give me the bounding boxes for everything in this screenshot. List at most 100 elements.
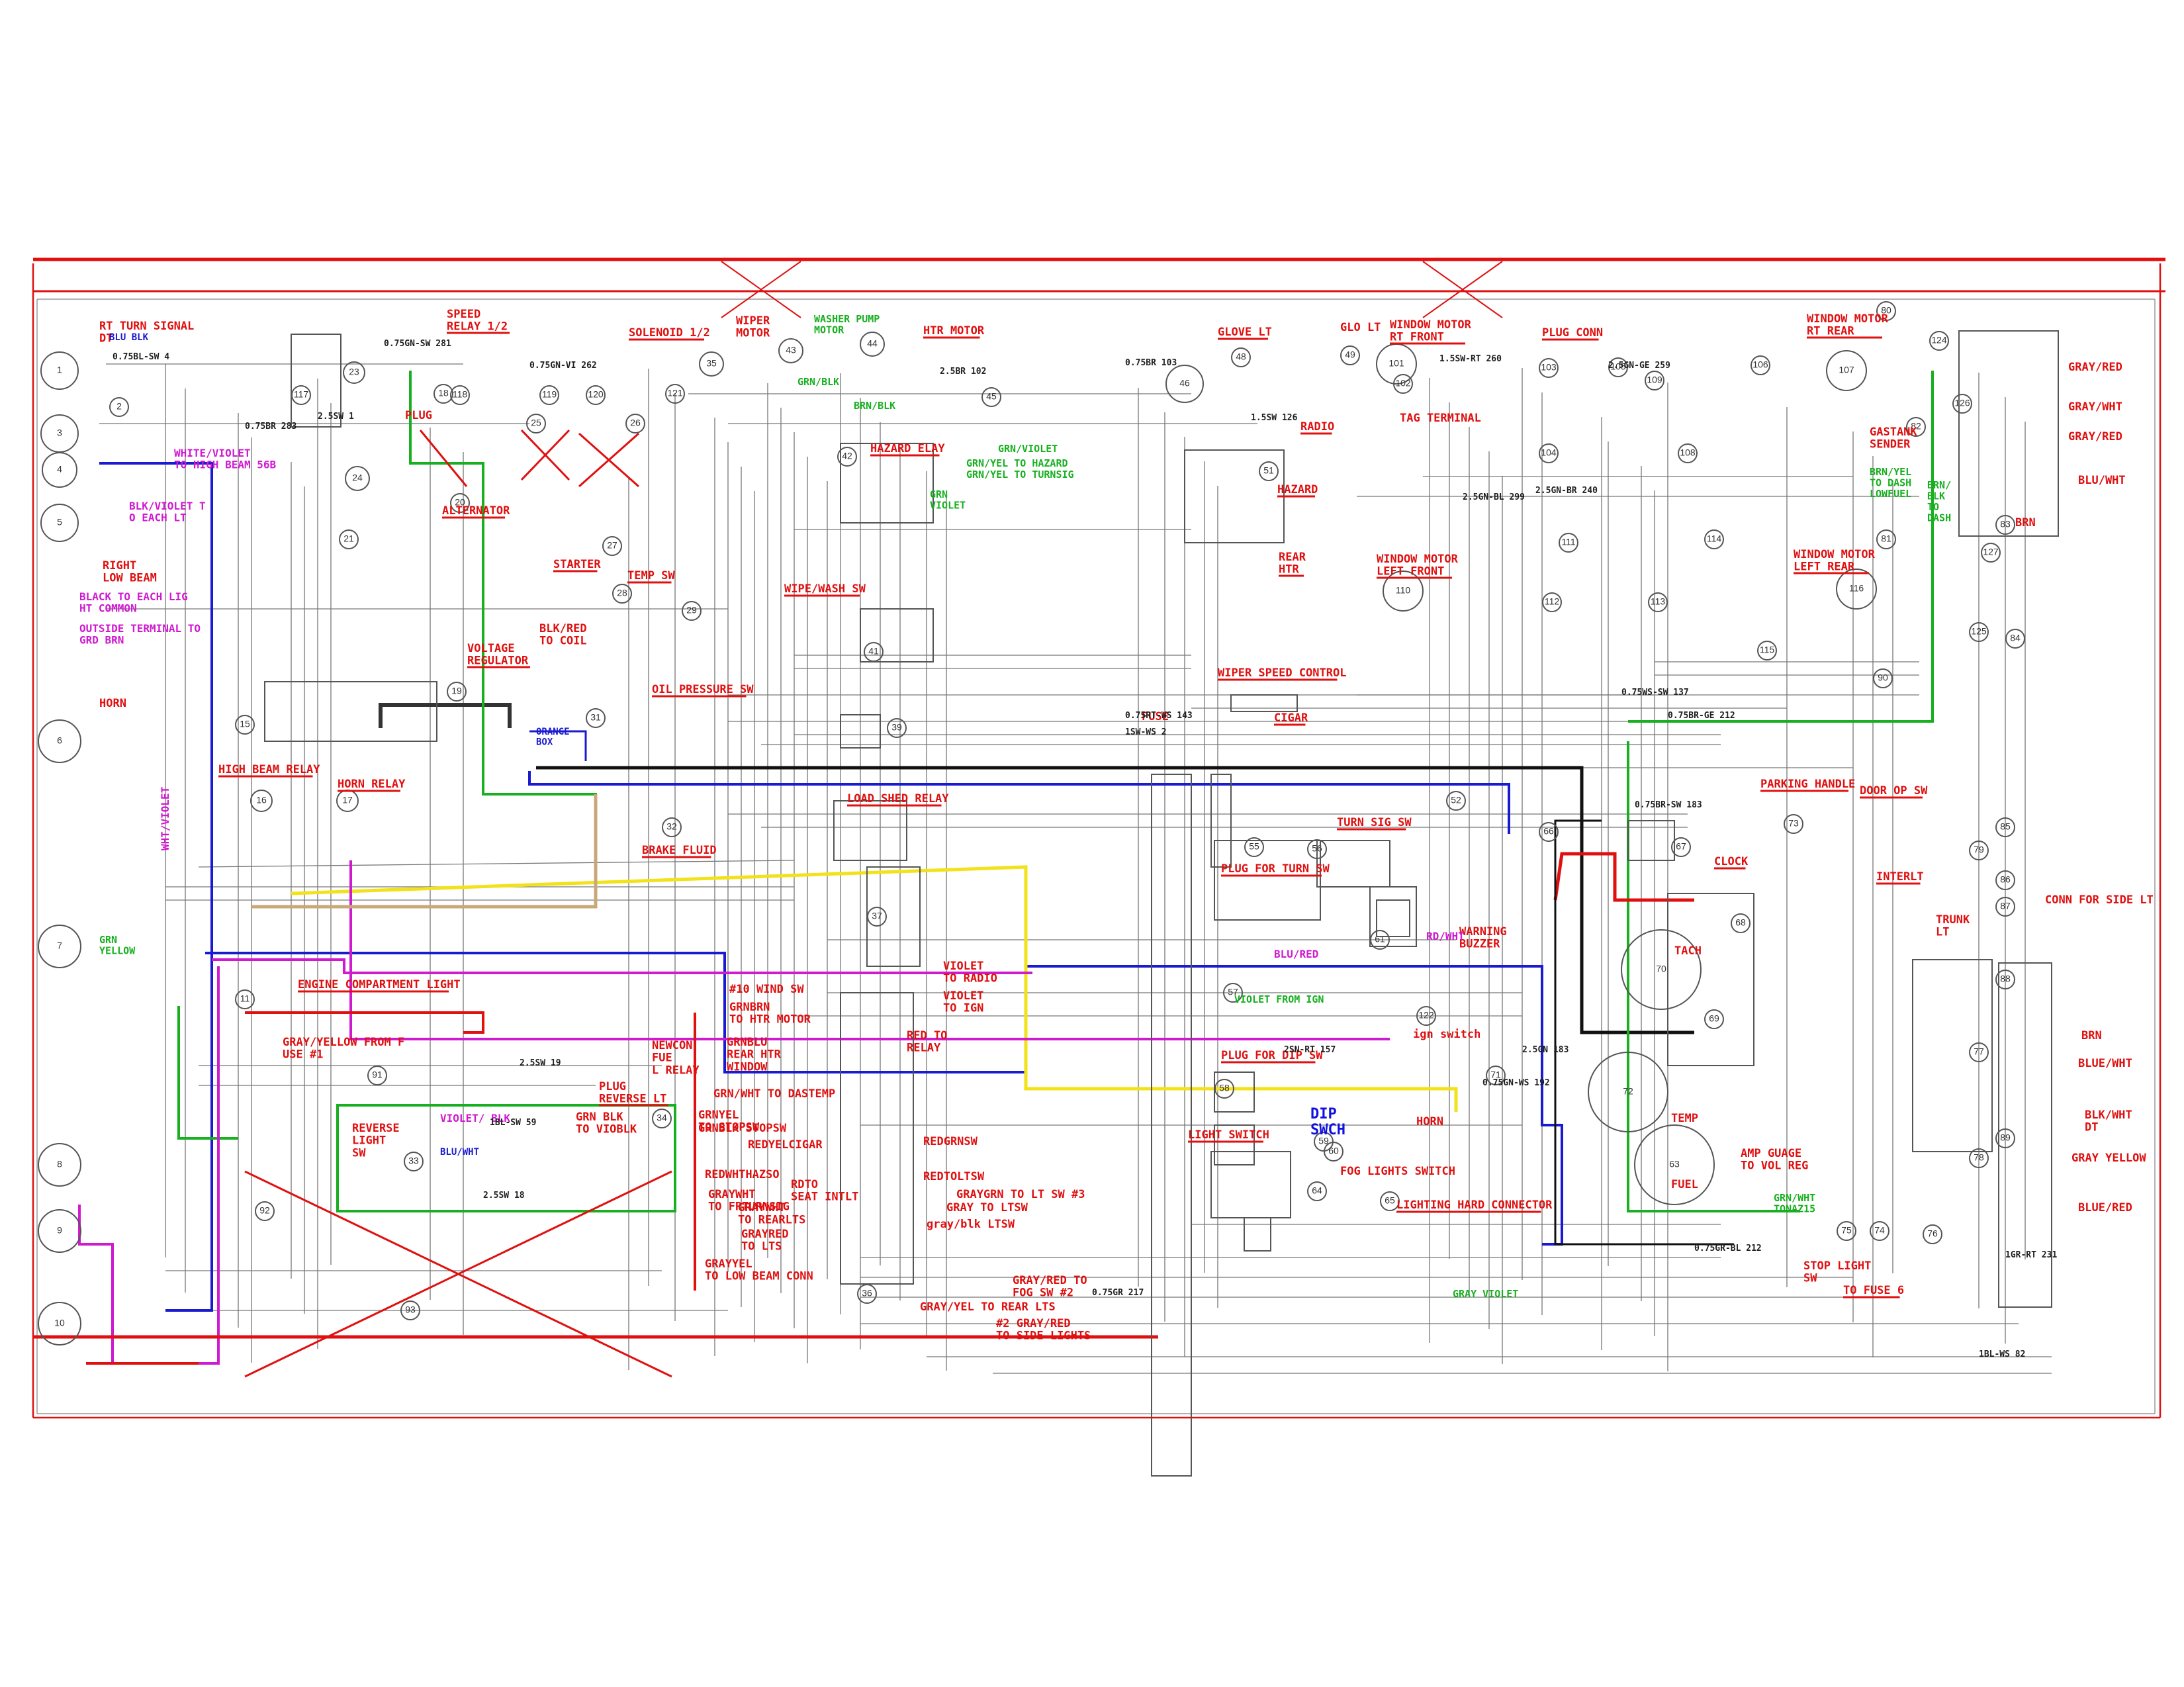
svg-text:103: 103 [1541,362,1557,373]
component-104: 104 [1539,443,1559,463]
component-box [1230,694,1298,712]
component-box [1244,1217,1271,1252]
label: GLO LT [1340,321,1381,334]
svg-text:2: 2 [116,401,122,412]
label: BLUE/RED [2078,1201,2132,1214]
svg-text:48: 48 [1236,351,1246,362]
component-83: 83 [1995,515,2015,535]
svg-text:41: 41 [868,646,879,657]
wire-code: 0.75WS-SW 137 [1621,688,1689,698]
svg-text:64: 64 [1312,1185,1322,1196]
label: PLUG CONN [1542,326,1603,340]
svg-text:27: 27 [607,540,617,551]
component-box [1210,1151,1291,1218]
label: HIGH BEAM RELAY [218,763,320,776]
component-44: 44 [860,332,885,357]
component-119: 119 [539,385,559,405]
component-15: 15 [235,715,255,735]
svg-text:113: 113 [1651,596,1666,607]
component-9: 9 [38,1209,81,1253]
wire-green-main [409,371,597,841]
component-55: 55 [1244,837,1264,857]
component-126: 126 [1952,394,1972,414]
svg-text:86: 86 [2000,874,2011,885]
svg-text:72: 72 [1623,1086,1633,1097]
label: HORN RELAY [338,778,406,791]
component-75: 75 [1837,1221,1856,1241]
component-93: 93 [400,1300,420,1320]
label: VIOLET/ BLK [440,1112,510,1124]
svg-text:29: 29 [686,605,697,616]
label: GRAY/YEL TO REAR LTS [920,1300,1056,1314]
label: OIL PRESSURE SW [652,683,754,696]
label: TACH [1674,944,1702,958]
svg-text:67: 67 [1676,841,1686,852]
wire-code: 2.5SW 18 [483,1191,525,1201]
label: STARTER [553,558,601,571]
component-91: 91 [367,1066,387,1085]
svg-text:10: 10 [54,1318,65,1328]
svg-text:112: 112 [1545,596,1560,607]
component-box [860,608,934,662]
label: REDGRNSW [923,1135,978,1148]
component-105: 105 [1608,357,1628,377]
wire-code: 2.5GN-GE 259 [1608,361,1670,371]
label: TO FUSE 6 [1843,1284,1904,1297]
label: RADIO [1300,420,1334,433]
wire-green-right [1627,741,1800,1212]
svg-text:77: 77 [1974,1046,1984,1057]
svg-text:57: 57 [1228,987,1238,997]
svg-text:125: 125 [1971,626,1987,637]
component-121: 121 [665,384,685,404]
label: CLOCK [1714,855,1749,868]
svg-text:6: 6 [57,735,62,746]
svg-text:89: 89 [2000,1132,2011,1143]
svg-text:52: 52 [1451,795,1461,805]
wire-code: 2.5SW 19 [520,1058,561,1068]
svg-text:55: 55 [1249,841,1259,852]
component-box [1316,840,1390,888]
component-108: 108 [1678,443,1698,463]
svg-text:7: 7 [57,940,62,951]
component-20: 20 [450,493,470,513]
wire-code: 0.75BR 103 [1125,358,1177,368]
component-73: 73 [1784,814,1803,834]
label: GRN/YEL TO HAZARD [966,457,1068,469]
svg-text:116: 116 [1849,583,1864,594]
svg-text:31: 31 [590,712,601,723]
component-11: 11 [235,989,255,1009]
svg-text:63: 63 [1669,1159,1680,1169]
component-87: 87 [1995,897,2015,917]
label: CIGAR [1274,711,1308,725]
component-57: 57 [1223,983,1243,1003]
svg-text:59: 59 [1318,1136,1329,1146]
component-49: 49 [1340,345,1360,365]
component-box [833,800,907,861]
component-box [264,681,437,742]
wire-code: 0.75GN-VI 262 [529,361,597,371]
wire-blue-highbeam [99,462,213,1312]
label: BLU/WHT [2078,474,2126,487]
svg-text:26: 26 [630,418,641,428]
component-85: 85 [1995,817,2015,837]
svg-text:66: 66 [1543,826,1554,837]
label: GRAY/RED [2068,430,2122,443]
svg-text:114: 114 [1707,533,1722,544]
component-76: 76 [1923,1224,1942,1244]
component-3: 3 [40,414,79,453]
label: GRAY/RED [2068,361,2122,374]
label: LIGHT SWITCH [1188,1128,1269,1142]
component-5: 5 [40,504,79,542]
component-8: 8 [38,1143,81,1187]
